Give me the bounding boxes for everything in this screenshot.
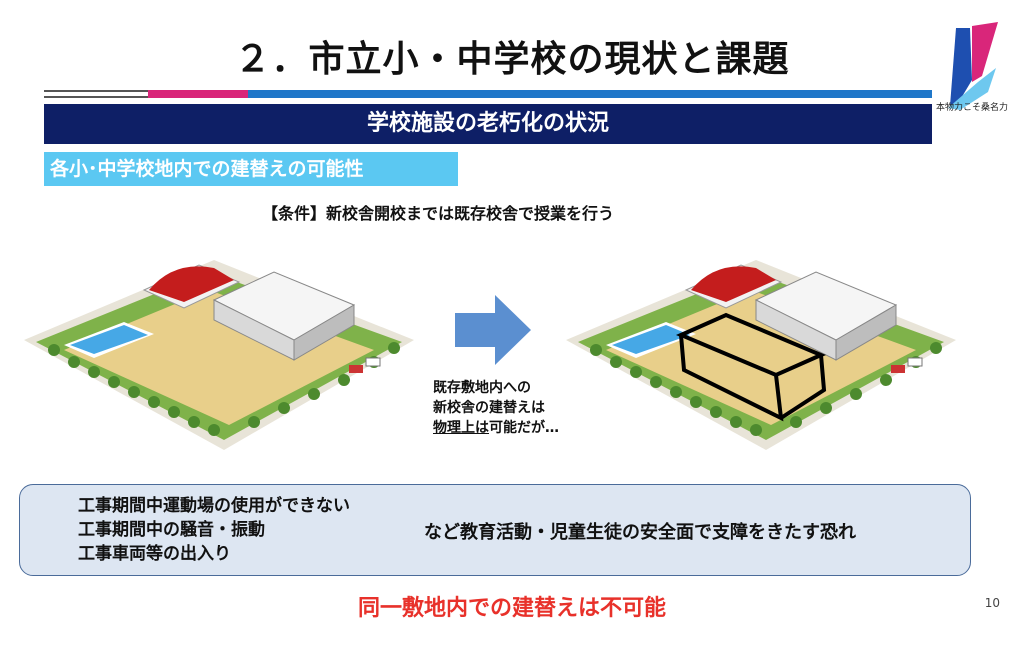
issues-box [19, 484, 971, 576]
header-stripe-pink [148, 90, 248, 98]
note-rest: 可能だが… [489, 420, 559, 436]
city-logo [948, 22, 998, 110]
issue-item: 工事期間中の騒音・振動 [78, 520, 265, 540]
section-banner: 学校施設の老朽化の状況 [44, 104, 932, 144]
note-underlined: 物理上は [433, 420, 489, 436]
note-line-1: 既存敷地内への [433, 380, 531, 396]
page-title: ２．市立小・中学校の現状と課題 [234, 39, 790, 80]
note-line-3: 物理上は可能だが… [433, 418, 559, 438]
school-illustration-current [24, 260, 414, 450]
feasibility-note: 既存敷地内への 新校舎の建替えは 物理上は可能だが… [433, 378, 559, 438]
page-number: 10 [984, 596, 1000, 610]
arrow-right-icon [455, 295, 531, 365]
consequence-text: など教育活動・児童生徒の安全面で支障をきたす恐れ [424, 522, 856, 543]
school-illustration-rebuild [566, 260, 956, 450]
conclusion-text: 同一敷地内での建替えは不可能 [357, 596, 666, 621]
note-line-2: 新校舎の建替えは [433, 400, 545, 416]
issues-list: 工事期間中運動場の使用ができない 工事期間中の騒音・振動 工事車両等の出入り [78, 494, 350, 566]
sub-section-banner: 各小･中学校地内での建替えの可能性 [44, 152, 458, 186]
issue-item: 工事車両等の出入り [78, 544, 231, 564]
logo-tagline: 本物力こそ桑名力 [936, 103, 1009, 113]
new-building-outline [675, 312, 827, 422]
header-stripe-left [44, 90, 148, 98]
header-stripe-blue [248, 90, 932, 98]
issue-item: 工事期間中運動場の使用ができない [78, 496, 350, 516]
condition-text: 【条件】新校舎開校までは既存校舎で授業を行う [262, 204, 615, 223]
